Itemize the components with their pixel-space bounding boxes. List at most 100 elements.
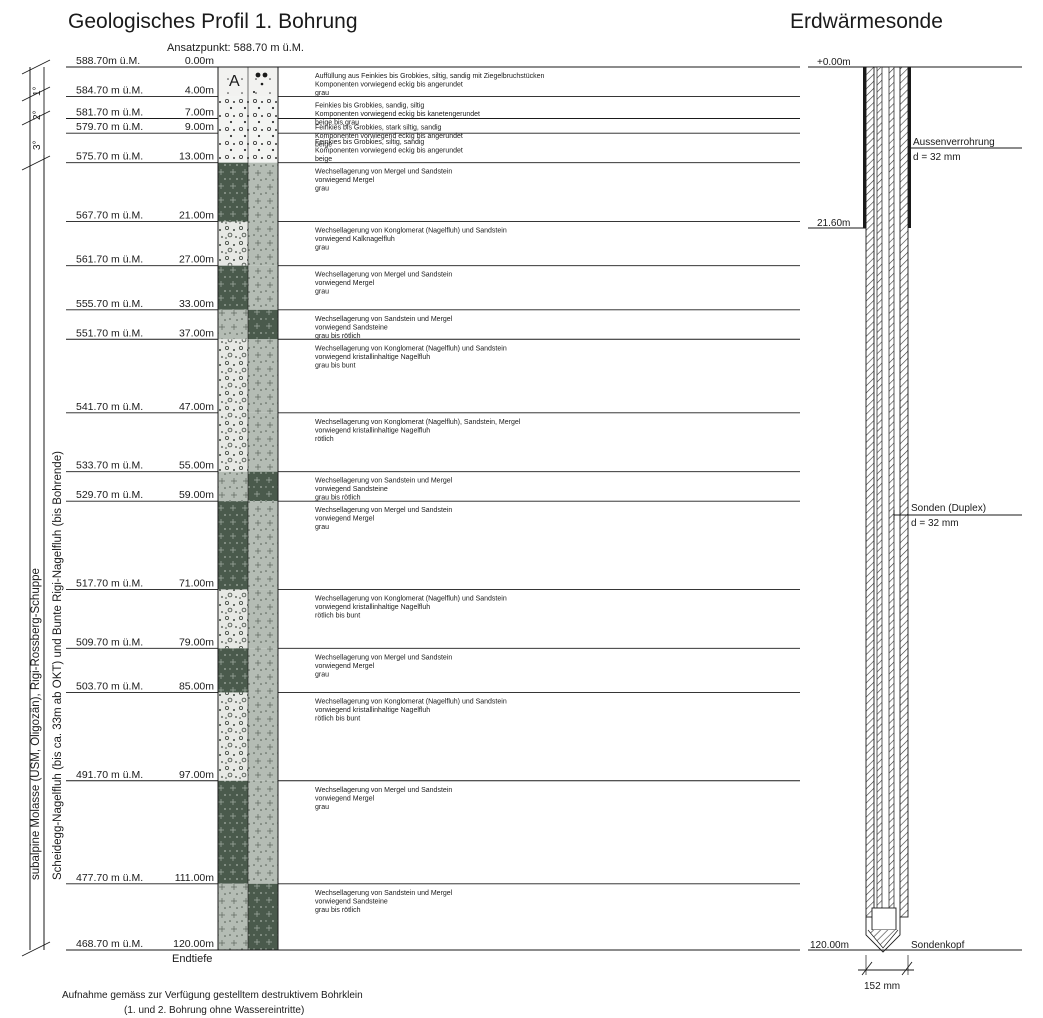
boundary-depth: 37.00m — [179, 327, 214, 339]
boundary-elevation: 529.70 m ü.M. — [76, 489, 143, 501]
boundary-elevation: 509.70 m ü.M. — [76, 636, 143, 648]
boundary-elevation: 491.70 m ü.M. — [76, 769, 143, 781]
boundary-elevation: 468.70 m ü.M. — [76, 938, 143, 950]
casing-d-label: d = 32 mm — [913, 152, 961, 163]
layer-description: Wechsellagerung von Mergel und Sandstein… — [315, 654, 452, 678]
probe-casing-depth: 21.60m — [817, 218, 850, 229]
marker-a: A — [229, 73, 240, 90]
profile-title: Geologisches Profil 1. Bohrung — [68, 10, 358, 33]
segment-label-3: 3° — [32, 140, 43, 150]
outer-casing-right — [908, 67, 911, 228]
boundary-elevation: 533.70 m ü.M. — [76, 460, 143, 472]
layer-description: Wechsellagerung von Sandstein und Mergel… — [315, 316, 453, 340]
probe-head-tip — [865, 917, 901, 953]
boundary-depth: 71.00m — [179, 577, 214, 589]
boundary-depth: 7.00m — [185, 107, 214, 119]
probe-pipe-left — [876, 66, 883, 918]
boundary-depth: 111.00m — [175, 872, 215, 884]
lithology-cell-right — [248, 412, 278, 472]
lithology-cell-right — [248, 589, 278, 649]
lithology-cell-right — [248, 118, 278, 134]
boundary-elevation: 575.70 m ü.M. — [76, 151, 143, 163]
lithology-cell-left — [218, 648, 248, 693]
width-tick-right — [901, 961, 913, 976]
boundary-depth: 79.00m — [179, 636, 214, 648]
boundary-depth: 27.00m — [179, 254, 214, 266]
probe-bottom-depth: 120.00m — [810, 940, 849, 951]
lithology-cell-right — [248, 692, 278, 781]
gravel-symbol-icon — [253, 72, 268, 93]
layer-description: Wechsellagerung von Mergel und Sandstein… — [315, 169, 452, 193]
lithology-cell-left — [218, 692, 248, 781]
boundary-elevation: 517.70 m ü.M. — [76, 577, 143, 589]
probe-title: Erdwärmesonde — [790, 10, 943, 33]
lithology-cell-right — [248, 471, 278, 502]
borehole-wall-left — [865, 66, 875, 918]
probe-d-label: d = 32 mm — [911, 518, 959, 529]
ansatzpunkt-label: Ansatzpunkt: 588.70 m ü.M. — [167, 42, 304, 54]
footnote-line-1: Aufnahme gemäss zur Verfügung gestelltem… — [62, 990, 363, 1001]
lithology-cell-left — [218, 96, 248, 119]
lithology-cell-right — [248, 133, 278, 163]
layer-description: Wechsellagerung von Konglomerat (Nagelfl… — [315, 595, 507, 619]
boundary-elevation: 567.70 m ü.M. — [76, 210, 143, 222]
lithology-cell-left — [218, 780, 248, 884]
lithology-cell-right — [248, 221, 278, 266]
probe-head-hatch — [867, 929, 899, 949]
lithology-cell-left — [218, 471, 248, 502]
boundary-depth: 13.00m — [179, 151, 214, 163]
segment-label-1: 1° — [32, 86, 43, 96]
layer-description: Feinkies bis Grobkies, stark siltig, san… — [315, 125, 463, 149]
layer-description: Auffüllung aus Feinkies bis Grobkies, si… — [315, 73, 545, 97]
boundary-depth: 55.00m — [179, 460, 214, 472]
width-label: 152 mm — [864, 981, 900, 992]
lithology-cell-left — [218, 118, 248, 134]
boundary-depth: 9.00m — [185, 121, 214, 133]
layer-description: Wechsellagerung von Konglomerat (Nagelfl… — [315, 345, 507, 369]
boundary-elevation: 588.70m ü.M. — [76, 55, 140, 67]
lithology-cell-right — [248, 780, 278, 884]
end-depth-label: Endtiefe — [172, 953, 212, 965]
footnote-line-2: (1. und 2. Bohrung ohne Wassereintritte) — [124, 1005, 304, 1016]
lithology-cell-left — [218, 412, 248, 472]
lithology-cell-left — [218, 589, 248, 649]
layer-description: Wechsellagerung von Mergel und Sandstein… — [315, 272, 452, 296]
formation-label-inner: Scheidegg-Nagelfluh (bis ca. 33m ab OKT)… — [52, 451, 64, 880]
lithology-cell-right — [248, 648, 278, 693]
lithology-column-frame — [217, 66, 279, 951]
boundary-elevation: 584.70 m ü.M. — [76, 84, 143, 96]
formation-label-outer: subalpine Molasse (USM, Oligozän), Rigi-… — [30, 568, 42, 880]
lithology-cell-left — [218, 501, 248, 590]
lithology-cell-left — [218, 162, 248, 222]
boundary-elevation: 477.70 m ü.M. — [76, 872, 143, 884]
probe-head-box — [871, 907, 897, 931]
boundary-depth: 120.00m — [173, 938, 214, 950]
boundary-elevation: 579.70 m ü.M. — [76, 121, 143, 133]
lithology-cell-left — [218, 133, 248, 163]
lithology-cell-right — [248, 67, 278, 97]
boundary-depth: 47.00m — [179, 401, 214, 413]
boundary-elevation: 581.70 m ü.M. — [76, 107, 143, 119]
boundary-elevation: 541.70 m ü.M. — [76, 401, 143, 413]
boundary-elevation: 503.70 m ü.M. — [76, 680, 143, 692]
layer-description: Wechsellagerung von Konglomerat (Nagelfl… — [315, 419, 521, 443]
layer-description: Wechsellagerung von Mergel und Sandstein… — [315, 507, 452, 531]
lithology-cell-left — [218, 339, 248, 413]
boundary-elevation: 555.70 m ü.M. — [76, 298, 143, 310]
segment-label-2: 2° — [32, 110, 43, 120]
borehole-profile: Auffüllung aus Feinkies bis Grobkies, si… — [66, 55, 800, 951]
lithology-cell-right — [248, 265, 278, 310]
borehole-wall-right — [899, 66, 909, 918]
boundary-depth: 21.00m — [179, 210, 214, 222]
lithology-cell-left — [218, 265, 248, 310]
lithology-cell-right — [248, 162, 278, 222]
lithology-cell-left — [218, 883, 248, 950]
lithology-cell-right — [248, 309, 278, 340]
lithology-cell-left — [218, 67, 248, 97]
boundary-elevation: 551.70 m ü.M. — [76, 327, 143, 339]
outer-casing-left — [863, 67, 866, 228]
boundary-depth: 59.00m — [179, 489, 214, 501]
